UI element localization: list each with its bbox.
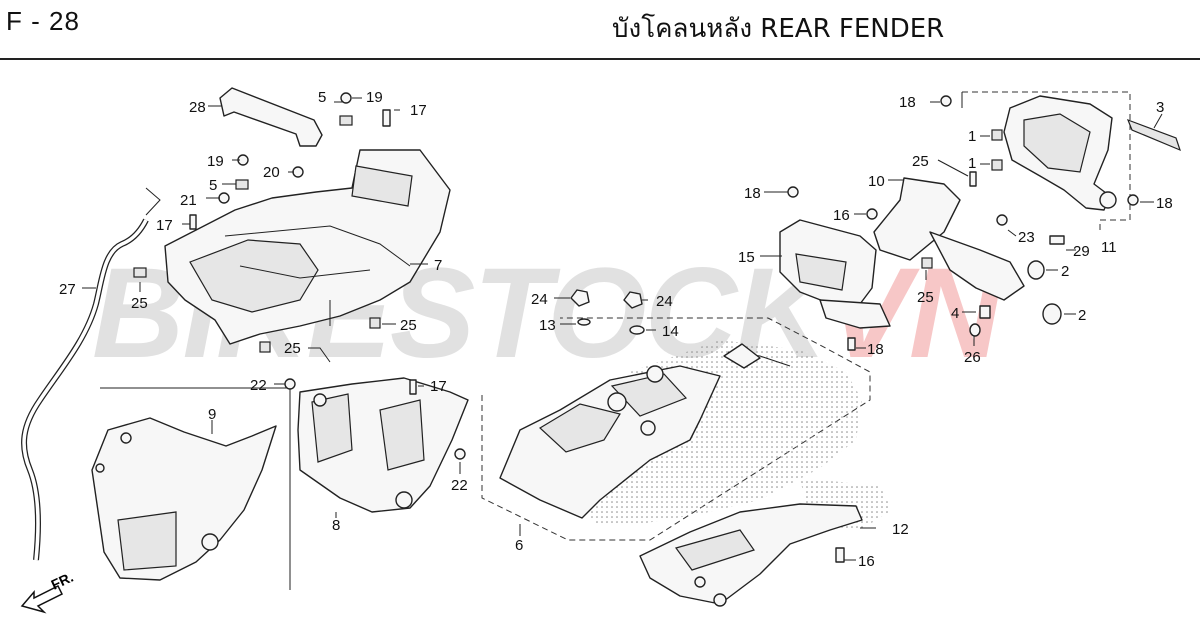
inner-fender-part-8 (297, 377, 469, 513)
grab-rail-part-28 (208, 87, 323, 147)
bracket-part-10 (873, 177, 1025, 301)
callout-18-left: 18 (744, 185, 761, 202)
callout-16-lower: 16 (858, 553, 875, 570)
title-divider (0, 58, 1200, 60)
callout-21: 21 (180, 192, 197, 209)
callout-29: 29 (1073, 243, 1090, 260)
callout-8: 8 (332, 517, 340, 534)
callout-9: 9 (208, 406, 216, 423)
callout-4: 4 (951, 305, 959, 322)
callout-25-c: 25 (284, 340, 301, 357)
leader-lines (82, 97, 1163, 561)
callout-16-upper: 16 (833, 207, 850, 224)
callout-25-a: 25 (131, 295, 148, 312)
fasteners (133, 92, 1139, 563)
rear-plate-part-10b (819, 299, 891, 329)
front-direction-label: FR. (49, 569, 76, 593)
part-11-group-frame (961, 91, 1131, 233)
callout-17-lower: 17 (430, 378, 447, 395)
callout-26: 26 (964, 349, 981, 366)
header: F - 28 บังโคลนหลัง REAR FENDER (0, 0, 1200, 60)
callout-5-upper: 5 (318, 89, 326, 106)
callout-19-upper: 19 (366, 89, 383, 106)
callout-25-e: 25 (917, 289, 934, 306)
license-box-part-15 (779, 219, 877, 307)
rear-fender-part-6 (499, 340, 862, 526)
callout-18-right: 18 (1156, 195, 1173, 212)
callout-1-upper: 1 (968, 128, 976, 145)
callout-7: 7 (434, 257, 442, 274)
inner-tray-part-7 (164, 149, 451, 345)
callout-2-upper: 2 (1061, 263, 1069, 280)
callout-27: 27 (59, 281, 76, 298)
exploded-parts-diagram: 28 5 19 17 19 20 5 21 17 25 25 25 7 27 2… (20, 87, 1181, 614)
callout-12: 12 (892, 521, 909, 538)
callout-15: 15 (738, 249, 755, 266)
lower-cover-part-12 (639, 478, 892, 607)
reflector-part-3 (1126, 118, 1181, 152)
front-direction-marker: FR. (20, 569, 76, 614)
callout-24-right: 24 (656, 293, 673, 310)
callout-24-left: 24 (531, 291, 548, 308)
callout-20: 20 (263, 164, 280, 181)
callout-25-d: 25 (912, 153, 929, 170)
callout-2-lower: 2 (1078, 307, 1086, 324)
callout-labels: 28 5 19 17 19 20 5 21 17 25 25 25 7 27 2… (59, 89, 1173, 570)
callout-25-b: 25 (400, 317, 417, 334)
callout-23: 23 (1018, 229, 1035, 246)
page-title: บังโคลนหลัง REAR FENDER (612, 14, 945, 44)
callout-5-lower: 5 (209, 177, 217, 194)
callout-28: 28 (189, 99, 206, 116)
callout-10: 10 (868, 173, 885, 190)
callout-17-upper: 17 (410, 102, 427, 119)
tail-light-part-11 (1003, 95, 1117, 211)
splash-guard-part-9 (91, 417, 277, 581)
callout-17-left: 17 (156, 217, 173, 234)
page-code: F - 28 (6, 6, 80, 36)
callout-6: 6 (515, 537, 523, 554)
callout-11: 11 (1101, 239, 1117, 256)
callout-19-lower: 19 (207, 153, 224, 170)
callout-18-bottom: 18 (867, 341, 884, 358)
callout-18-top: 18 (899, 94, 916, 111)
part-6-group-frame (481, 317, 871, 541)
drain-tube-part-27 (21, 187, 161, 561)
callout-13: 13 (539, 317, 556, 334)
callout-14: 14 (662, 323, 679, 340)
callout-22-lower: 22 (451, 477, 468, 494)
callout-22-upper: 22 (250, 377, 267, 394)
callout-3: 3 (1156, 99, 1164, 116)
callout-1-lower: 1 (968, 155, 976, 172)
